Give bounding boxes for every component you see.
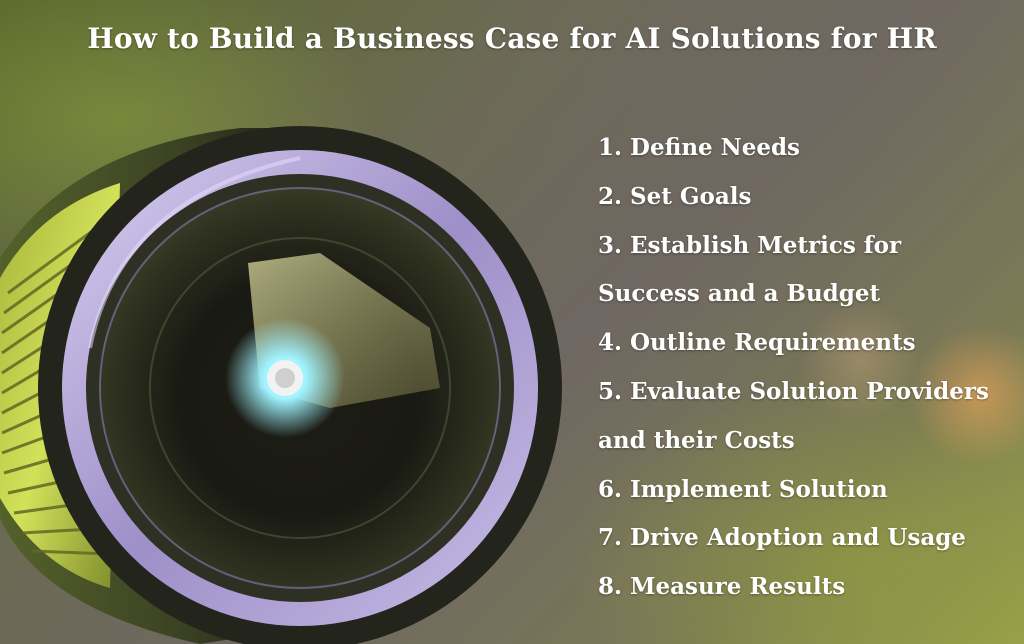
list-item: Success and a Budget bbox=[598, 280, 881, 308]
list-item: 3. Establish Metrics for bbox=[598, 231, 902, 259]
list-item: 4. Outline Requirements bbox=[598, 329, 916, 357]
list-item: 8. Measure Results bbox=[598, 573, 846, 601]
camera-lens-photo bbox=[0, 88, 600, 644]
list-item: 5. Evaluate Solution Providers bbox=[598, 377, 989, 405]
list-item: 6. Implement Solution bbox=[598, 475, 888, 503]
page-title: How to Build a Business Case for AI Solu… bbox=[87, 22, 937, 55]
list-item: 1. Define Needs bbox=[598, 134, 801, 161]
list-item: 2. Set Goals bbox=[598, 182, 752, 210]
list-item: and their Costs bbox=[598, 426, 795, 454]
list-item: 7. Drive Adoption and Usage bbox=[598, 524, 966, 552]
steps-list: 1. Define Needs 2. Set Goals 3. Establis… bbox=[598, 124, 1018, 612]
camera-lens-illustration bbox=[0, 126, 562, 644]
